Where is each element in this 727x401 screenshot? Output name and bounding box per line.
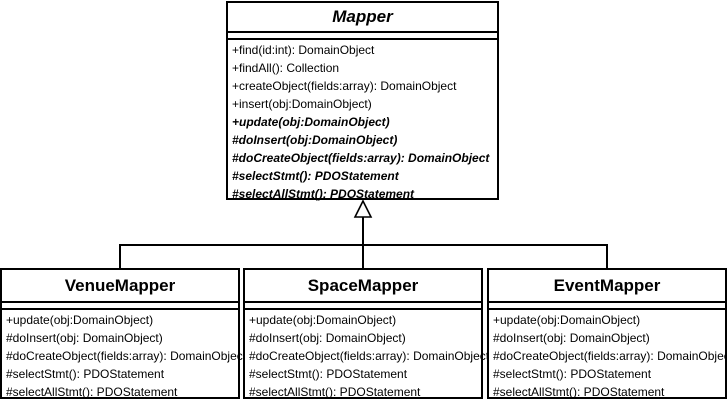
mapper-operation-selectstmt: #selectStmt(): PDOStatement bbox=[232, 169, 399, 183]
venuemapper-attributes-compartment bbox=[2, 303, 238, 310]
venuemapper-operation-doinsert: #doInsert(obj: DomainObject) bbox=[6, 331, 163, 345]
eventmapper-operation-docreateobject: #doCreateObject(fields:array): DomainObj… bbox=[493, 349, 727, 363]
eventmapper-operation-update: +update(obj:DomainObject) bbox=[493, 313, 641, 327]
venuemapper-operations-compartment: +update(obj:DomainObject) #doInsert(obj:… bbox=[2, 310, 247, 401]
mapper-class: Mapper +find(id:int): DomainObject +find… bbox=[226, 1, 499, 203]
eventmapper-attributes-compartment bbox=[489, 303, 725, 310]
venuemapper-operation-selectallstmt: #selectAllStmt(): PDOStatement bbox=[6, 385, 178, 399]
mapper-operation-createobject: +createObject(fields:array): DomainObjec… bbox=[232, 79, 457, 93]
mapper-class-name: Mapper bbox=[228, 3, 497, 33]
mapper-operation-selectallstmt: #selectAllStmt(): PDOStatement bbox=[232, 187, 415, 201]
spacemapper-operation-docreateobject: #doCreateObject(fields:array): DomainObj… bbox=[249, 349, 490, 363]
spacemapper-operation-doinsert: #doInsert(obj: DomainObject) bbox=[249, 331, 406, 345]
mapper-operation-find: +find(id:int): DomainObject bbox=[232, 43, 375, 57]
mapper-operation-docreateobject: #doCreateObject(fields:array): DomainObj… bbox=[232, 151, 490, 165]
venuemapper-operation-update: +update(obj:DomainObject) bbox=[6, 313, 154, 327]
spacemapper-operation-selectallstmt: #selectAllStmt(): PDOStatement bbox=[249, 385, 421, 399]
eventmapper-class: EventMapper +update(obj:DomainObject) #d… bbox=[487, 268, 727, 399]
mapper-operation-update: +update(obj:DomainObject) bbox=[232, 115, 390, 129]
mapper-operation-doinsert: #doInsert(obj:DomainObject) bbox=[232, 133, 398, 147]
eventmapper-operation-selectstmt: #selectStmt(): PDOStatement bbox=[493, 367, 652, 381]
spacemapper-operation-selectstmt: #selectStmt(): PDOStatement bbox=[249, 367, 408, 381]
eventmapper-class-name: EventMapper bbox=[489, 270, 725, 303]
spacemapper-class: SpaceMapper +update(obj:DomainObject) #d… bbox=[243, 268, 490, 401]
venuemapper-operation-docreateobject: #doCreateObject(fields:array): DomainObj… bbox=[6, 349, 247, 363]
venuemapper-operation-selectstmt: #selectStmt(): PDOStatement bbox=[6, 367, 165, 381]
mapper-attributes-compartment bbox=[228, 33, 497, 40]
mapper-operation-findall: +findAll(): Collection bbox=[232, 61, 340, 75]
eventmapper-operations-compartment: +update(obj:DomainObject) #doInsert(obj:… bbox=[489, 310, 727, 401]
eventmapper-operation-doinsert: #doInsert(obj: DomainObject) bbox=[493, 331, 650, 345]
venuemapper-class: VenueMapper +update(obj:DomainObject) #d… bbox=[0, 268, 247, 401]
mapper-operation-insert: +insert(obj:DomainObject) bbox=[232, 97, 372, 111]
spacemapper-operation-update: +update(obj:DomainObject) bbox=[249, 313, 397, 327]
spacemapper-operations-compartment: +update(obj:DomainObject) #doInsert(obj:… bbox=[245, 310, 490, 401]
venuemapper-class-name: VenueMapper bbox=[2, 270, 238, 303]
spacemapper-attributes-compartment bbox=[245, 303, 481, 310]
mapper-operations-compartment: +find(id:int): DomainObject +findAll(): … bbox=[228, 40, 497, 203]
eventmapper-operation-selectallstmt: #selectAllStmt(): PDOStatement bbox=[493, 385, 665, 399]
inheritance-arrowhead bbox=[353, 199, 373, 218]
spacemapper-class-name: SpaceMapper bbox=[245, 270, 481, 303]
